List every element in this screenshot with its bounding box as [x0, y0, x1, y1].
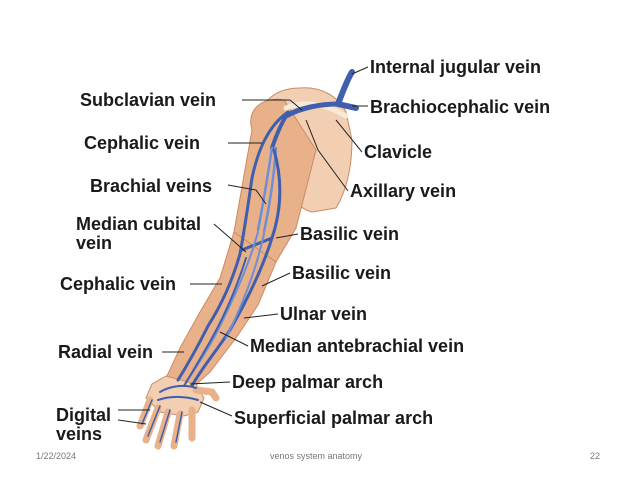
deep-palmar-arch-label: Deep palmar arch: [232, 372, 384, 392]
median-antebrachial-vessel: [183, 257, 247, 387]
basilic-vein-upper-label: Basilic vein: [300, 224, 400, 244]
brachiocephalic-vessel: [335, 101, 359, 111]
cephalic-vein-lower-label: Cephalic vein: [60, 274, 177, 294]
superficial-palmar-arch-label: Superficial palmar arch: [234, 408, 434, 428]
radial-vein-label: Radial vein: [58, 342, 154, 362]
clavicle-label: Clavicle: [364, 142, 433, 162]
internal-jugular-vessel: [335, 69, 355, 107]
footer-page-number: 22: [590, 451, 601, 461]
brachial-veins-label: Brachial veins: [90, 176, 213, 196]
median-cubital-vessel: [240, 236, 274, 252]
footer-date: 1/22/2024: [36, 451, 77, 461]
cephalic-vessel: [176, 110, 290, 382]
digital-vessels: [141, 399, 183, 443]
thumb: [192, 386, 220, 402]
axillary-vein-label: Axillary vein: [350, 181, 457, 201]
footer-title: venos system anatomy: [270, 451, 363, 461]
digital-veins-label: Digital veins: [56, 405, 112, 444]
leader-lines: [117, 66, 369, 425]
ulnar-vein-label: Ulnar vein: [280, 304, 368, 324]
basilic-vessel: [190, 148, 282, 388]
axillary-vessel: [270, 114, 288, 150]
palmar-arches: [157, 384, 199, 401]
subclavian-vein-label: Subclavian vein: [80, 90, 217, 110]
cephalic-vein-upper-label: Cephalic vein: [84, 133, 201, 153]
basilic-vein-lower-label: Basilic vein: [292, 263, 392, 283]
subclavian-vessel: [283, 101, 341, 119]
median-cubital-vein-label: Median cubital vein: [76, 214, 202, 253]
brachiocephalic-vein-label: Brachiocephalic vein: [370, 97, 551, 117]
internal-jugular-vein-label: Internal jugular vein: [370, 57, 542, 77]
median-antebrachial-vein-label: Median antebrachial vein: [250, 336, 465, 356]
